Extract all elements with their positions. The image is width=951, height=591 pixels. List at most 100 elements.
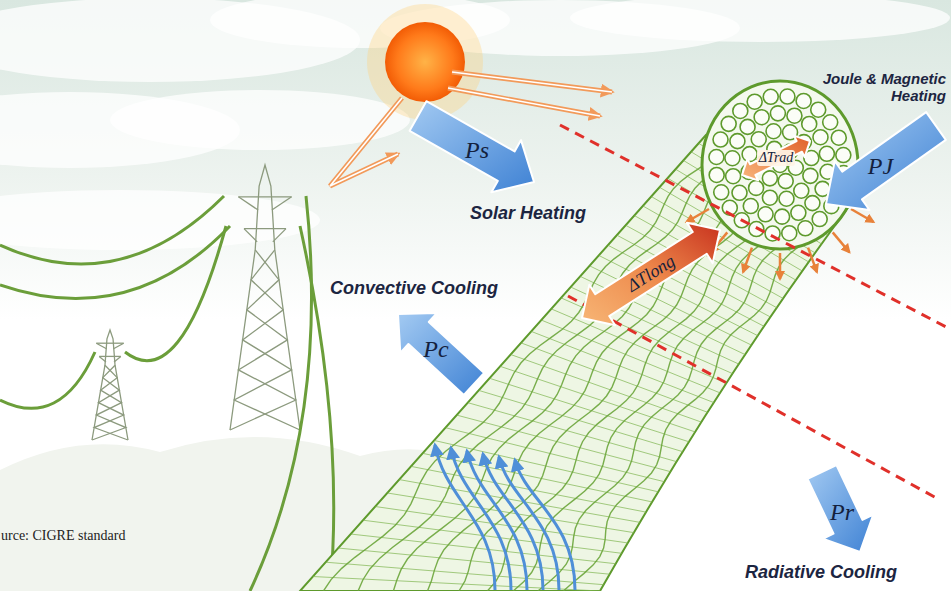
wire-strand [796,93,811,108]
wire-strand [819,146,834,161]
convective-cooling-arrow: Pc [392,308,480,390]
flow-symbol: PJ [868,153,893,179]
wire-strand [730,134,745,149]
radiation-arrow [851,209,874,222]
wire-strand [811,102,826,117]
strand-twist [313,577,600,591]
arrow-outline [410,101,534,192]
sun-ray [448,88,600,116]
wire-strand [743,199,758,214]
wire-strand [709,167,724,182]
wire-strand [740,119,755,134]
radiative-cooling-arrow: Pr [800,466,884,558]
strand [393,158,753,591]
radiation-arrow [833,232,850,252]
wire-strand [770,106,785,121]
conductor-span [250,196,312,591]
radiation-arrow [743,248,752,272]
conductor-span [0,196,224,264]
wire-strand [803,168,818,183]
wire-strand [775,209,790,224]
pylon [92,330,128,440]
wire-strand [732,185,747,200]
heat-source-label: Solar Heating [470,203,586,224]
wire-strand [802,116,817,131]
strand [323,143,722,591]
wind-line [499,457,559,590]
solar-heat-arrow: Ps [412,108,542,192]
sun-ray [452,72,612,92]
cooling-label: Convective Cooling [330,278,498,299]
wire-strand [791,205,806,220]
wind-line [483,454,543,590]
strand [459,170,779,591]
wire-strand [782,226,797,241]
conductor-span [0,352,95,408]
flow-symbol: Pr [830,499,854,525]
wire-strand [805,196,820,211]
wire-strand [794,183,809,198]
wire-strand [798,221,813,236]
wire-strand [836,148,851,163]
radial-gradient-arrow: ΔTrad [738,135,814,181]
sun-ray [330,98,402,186]
strand-twist [468,403,677,462]
source-note: urce: CIGRE standard [1,528,125,544]
conductor-span [125,226,226,361]
wire-strand [749,180,764,195]
wire-strand [709,149,724,164]
heat-source-label: Joule & Magnetic Heating [806,70,946,105]
longitudinal-gradient-arrow: ΔTlong [574,222,728,326]
arrow-outline [826,112,946,210]
wire-strand [713,132,728,147]
wire-strand [758,207,773,222]
sun-ray-core [448,88,600,116]
flow-symbol: ΔTrad [757,150,796,165]
strand-twist [446,428,665,482]
strand-twist [511,355,701,422]
wire-strand [742,147,757,162]
conductor-span [0,226,230,299]
arrow-outline [808,465,874,552]
strand-twist [521,343,707,412]
section-line [560,125,948,328]
wire-strand [831,130,846,145]
pylon [230,165,300,430]
radiation-arrow [686,209,709,222]
wind-line [515,460,575,590]
wire-strand [787,108,802,123]
wire-strand [780,89,795,104]
wire-strand [747,94,762,109]
wire-strand [813,130,828,145]
wire-strand [726,169,741,184]
wire-strand [823,115,838,130]
conductor-body [300,135,850,591]
wire-strand [733,103,748,118]
wire-strand [754,110,769,125]
conductor-span [300,226,334,591]
cloud [570,0,950,42]
wire-strand [812,212,827,227]
wire-strand [714,185,729,200]
sun-ray-core [330,98,402,186]
wire-strand [779,191,794,206]
wire-strand [762,190,777,205]
flow-symbol: Ps [465,137,489,163]
wire-strand [762,171,777,186]
arrow-outline [582,223,720,326]
wire-strand [751,132,766,147]
wire-strand [721,116,736,131]
wire-strand [766,124,781,139]
wire-strand [778,174,793,189]
cooling-label: Radiative Cooling [745,562,897,583]
joule-heat-arrow: PJ [818,120,943,212]
flow-symbol: Pc [423,336,448,362]
arrow-outline [398,313,484,395]
strand [563,196,832,591]
arrow-outline [742,136,810,181]
sun-ray-core [452,72,612,92]
wire-strand [725,151,740,166]
wire-strand [763,89,778,104]
radiation-arrow [779,253,782,279]
